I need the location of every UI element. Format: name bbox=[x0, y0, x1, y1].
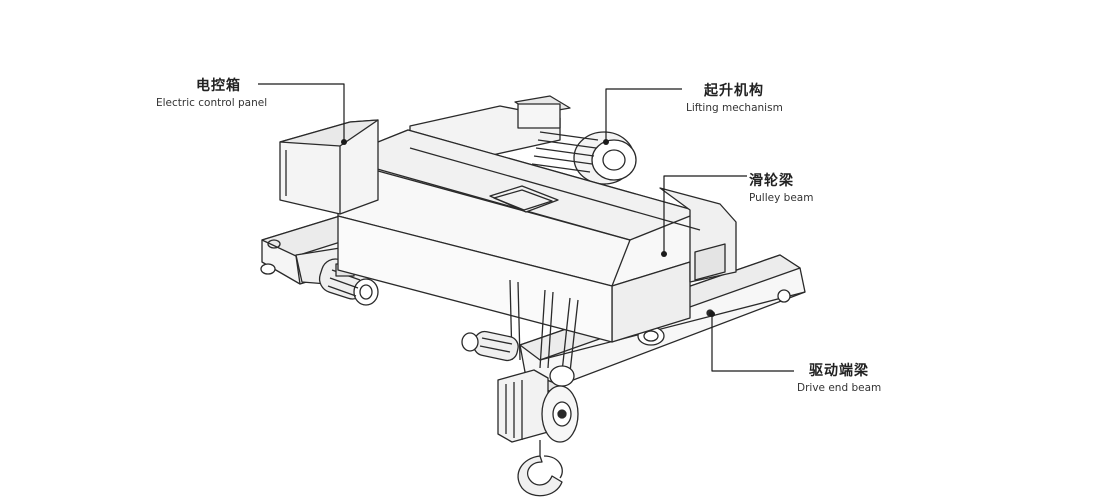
hook-block bbox=[497, 369, 579, 456]
label-lifting-mechanism-en: Lifting mechanism bbox=[686, 102, 783, 114]
label-electric-control-panel-en: Electric control panel bbox=[156, 97, 268, 109]
electric-control-panel bbox=[279, 119, 379, 215]
label-lifting-mechanism: 起升机构 Lifting mechanism bbox=[686, 80, 783, 114]
label-electric-control-panel-zh: 电控箱 bbox=[196, 78, 241, 94]
label-drive-end-beam: 驱动端梁 Drive end beam bbox=[797, 360, 881, 394]
leader-dots bbox=[341, 139, 715, 317]
label-drive-end-beam-en: Drive end beam bbox=[797, 382, 882, 394]
pulley-beam bbox=[337, 129, 737, 343]
label-lifting-mechanism-zh: 起升机构 bbox=[704, 83, 764, 99]
end-beam-drive-motor bbox=[461, 330, 575, 387]
label-pulley-beam-zh: 滑轮梁 bbox=[749, 173, 794, 189]
label-electric-control-panel: 电控箱 Electric control panel bbox=[156, 75, 267, 109]
label-pulley-beam: 滑轮梁 Pulley beam bbox=[749, 170, 813, 204]
label-pulley-beam-en: Pulley beam bbox=[749, 192, 814, 204]
leader-lines bbox=[258, 83, 794, 372]
crane-hook bbox=[517, 455, 563, 497]
label-drive-end-beam-zh: 驱动端梁 bbox=[809, 363, 869, 379]
